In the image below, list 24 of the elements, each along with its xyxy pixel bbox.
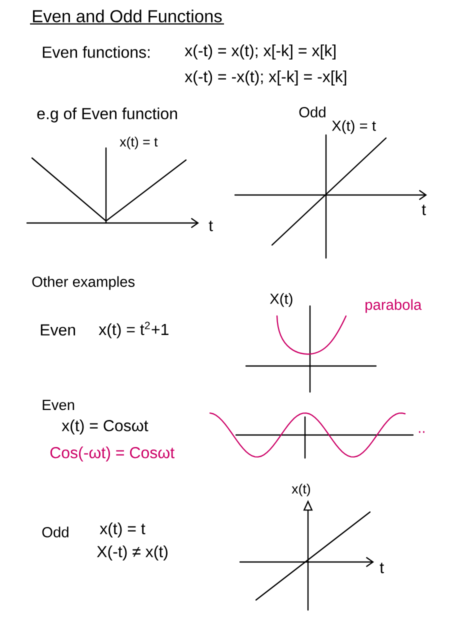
note-text: e.g of Even function [37,108,177,122]
note-text: Even functions: [42,46,150,58]
continuation-dots: .. [418,431,424,433]
note-text: Other examples [32,276,135,290]
formula-text: X(-t) ≠ x(t) [96,546,168,560]
formula-text: x(t) = Cosωt [62,420,148,434]
axis-label: t [380,562,384,574]
axis-label: t [422,204,426,216]
note-text: Even [40,324,76,336]
formula-text: x(t) = t [100,522,146,538]
formula-text: x(-t) = x(t); x[-k] = x[k] [184,44,336,60]
axis-label: x(t) [292,484,310,496]
formula-text: Cos(-ωt) = Cosωt [50,446,174,462]
note-text: Odd [42,526,68,538]
title: Even and Odd Functions [33,10,222,22]
curve-label: parabola [366,299,422,313]
note-text: Even [42,400,74,410]
axis-label: X(t) [270,293,292,307]
note-text: Odd [299,106,326,118]
axis-label: X(t) = t [332,120,376,134]
formula-text: x(-t) = -x(t); x[-k] = -x[k] [184,70,346,86]
axis-label: x(t) = t [120,136,158,150]
formula-text: x(t) = t$^{2}$+1 [98,322,168,338]
axis-label: t [208,220,213,232]
